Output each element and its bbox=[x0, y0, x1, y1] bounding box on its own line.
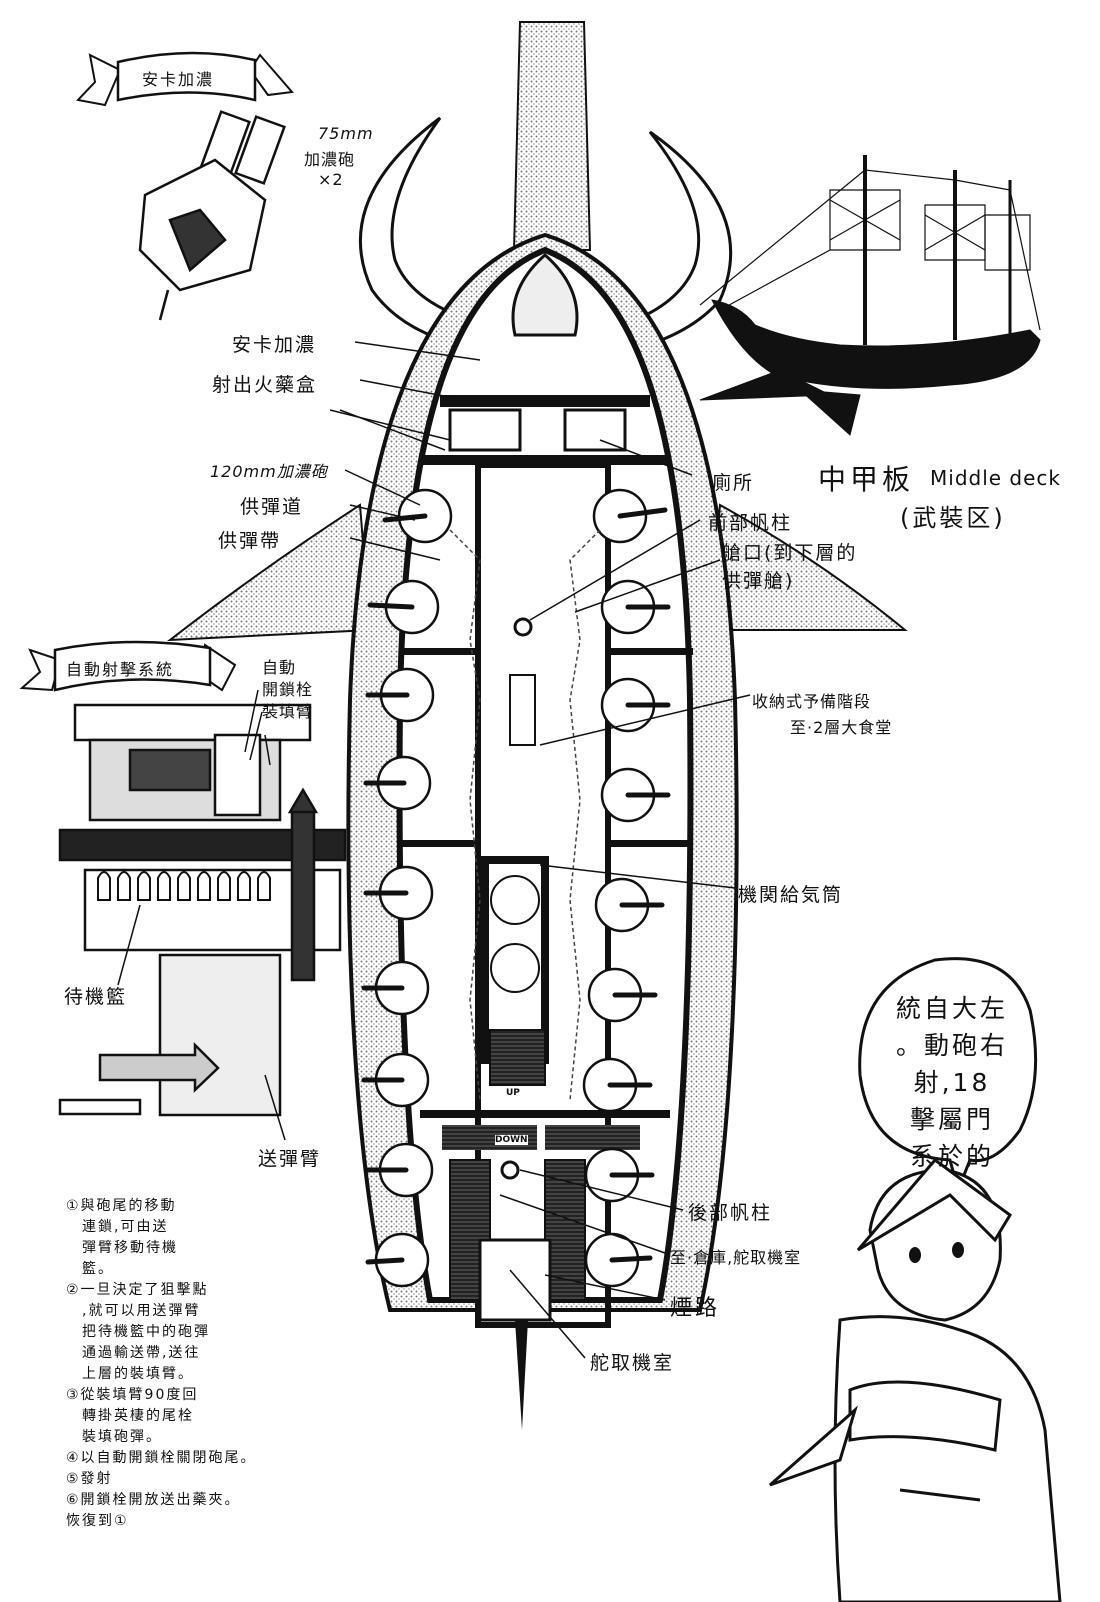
feed-arm-label: 送彈臂 bbox=[258, 1148, 322, 1170]
step-line: 籃。 bbox=[66, 1261, 114, 1277]
label-engine-intake: 機関給気筒 bbox=[738, 884, 844, 906]
label-stairs-2: 至·2層大食堂 bbox=[790, 718, 893, 737]
stairs-up-mark: UP bbox=[506, 1088, 520, 1098]
label-hatch-1: 艙口(到下層的 bbox=[722, 542, 858, 564]
inset-cannon-count: ×2 bbox=[318, 170, 344, 189]
autoload-mechanism-inset bbox=[58, 703, 347, 1117]
step-line: ①與砲尾的移動 bbox=[66, 1198, 177, 1214]
label-120mm-cannon: 120mm加濃砲 bbox=[210, 462, 328, 481]
operation-steps: ①與砲尾的移動 連鎖,可由送 彈臂移動待機 籃。 ②一旦決定了狙擊點 ,就可以用… bbox=[66, 1196, 356, 1532]
bow-spike bbox=[512, 21, 592, 251]
label-powder-case: 射出火藥盒 bbox=[212, 374, 318, 396]
step-line: ⑤發射 bbox=[66, 1471, 113, 1487]
step-line: 裝填砲彈。 bbox=[66, 1429, 162, 1445]
speech-line: 擊屬門 bbox=[909, 1105, 994, 1134]
label-hatch-2: 供彈艙) bbox=[722, 570, 795, 592]
label-toilet: 廁所 bbox=[712, 472, 755, 494]
step-line: ,就可以用送彈臂 bbox=[66, 1303, 201, 1319]
loading-arm-label: 裝填臂 bbox=[262, 702, 314, 721]
step-line: 上層的裝填臂。 bbox=[66, 1366, 194, 1382]
speech-line: 系於的 bbox=[909, 1142, 994, 1171]
step-line: 把待機籃中的砲彈 bbox=[66, 1324, 210, 1340]
speech-line: 。動砲右 bbox=[895, 1031, 1008, 1060]
step-line: 彈臂移動待機 bbox=[66, 1240, 178, 1256]
ship-silhouette bbox=[699, 155, 1041, 436]
label-flue: 煙路 bbox=[670, 1296, 721, 1321]
label-steering-room: 舵取機室 bbox=[590, 1352, 675, 1374]
speech-line: 射,18 bbox=[913, 1068, 991, 1097]
inset-cannon-name: 加濃砲 bbox=[304, 150, 356, 169]
character bbox=[769, 1157, 1062, 1602]
label-fore-mast: 前部帆柱 bbox=[708, 512, 793, 534]
speech-bubble bbox=[858, 957, 1038, 1195]
step-line: 連鎖,可由送 bbox=[66, 1219, 169, 1235]
right-wing bbox=[708, 503, 908, 631]
step-line: ④以自動開鎖栓關閉砲尾。 bbox=[66, 1450, 257, 1466]
title-middle-deck-zh: 中甲板 bbox=[818, 463, 915, 496]
figurehead bbox=[511, 253, 579, 337]
twin-cannon-inset bbox=[138, 110, 286, 321]
step-line: 恢復到① bbox=[66, 1513, 129, 1529]
standby-rack-label: 待機籃 bbox=[64, 986, 128, 1008]
ship-rigging bbox=[699, 169, 1041, 331]
inset-cannon-size: 75mm bbox=[318, 124, 374, 143]
title-middle-deck-en: Middle deck bbox=[930, 466, 1061, 490]
label-stairs-1: 收納式予備階段 bbox=[752, 692, 872, 711]
banner-top-label: 安卡加濃 bbox=[142, 70, 215, 89]
step-line: ⑥開鎖栓開放送出藥夾。 bbox=[66, 1492, 241, 1508]
step-line: 通過輸送帶,送往 bbox=[66, 1345, 201, 1361]
label-feed-belt: 供彈帶 bbox=[218, 530, 282, 552]
auto-lock-label-2: 開鎖栓 bbox=[262, 680, 314, 699]
title-armament-zone: (武裝区) bbox=[900, 504, 1006, 532]
stairs-down-mark: DOWN bbox=[495, 1135, 528, 1145]
stern-spike bbox=[515, 1320, 528, 1430]
banner-left-label: 自動射擊系統 bbox=[66, 660, 175, 679]
speech-line: 統自大左 bbox=[895, 994, 1008, 1023]
step-line: 轉掛英棲的尾栓 bbox=[66, 1408, 194, 1424]
label-ancaganon: 安卡加濃 bbox=[232, 334, 317, 356]
speech-bubble-text: 統自大左 。動砲右 射,18 擊屬門 系於的 bbox=[882, 990, 1022, 1175]
step-line: ③從裝填臂90度回 bbox=[66, 1387, 199, 1403]
step-line: ②一旦決定了狙擊點 bbox=[66, 1282, 209, 1298]
label-to-storage: 至·倉庫,舵取機室 bbox=[670, 1248, 802, 1267]
label-feed-path: 供彈道 bbox=[240, 496, 304, 518]
left-wing bbox=[166, 503, 372, 642]
auto-lock-label-1: 自動 bbox=[262, 658, 297, 677]
label-aft-mast: 後部帆柱 bbox=[688, 1202, 773, 1224]
